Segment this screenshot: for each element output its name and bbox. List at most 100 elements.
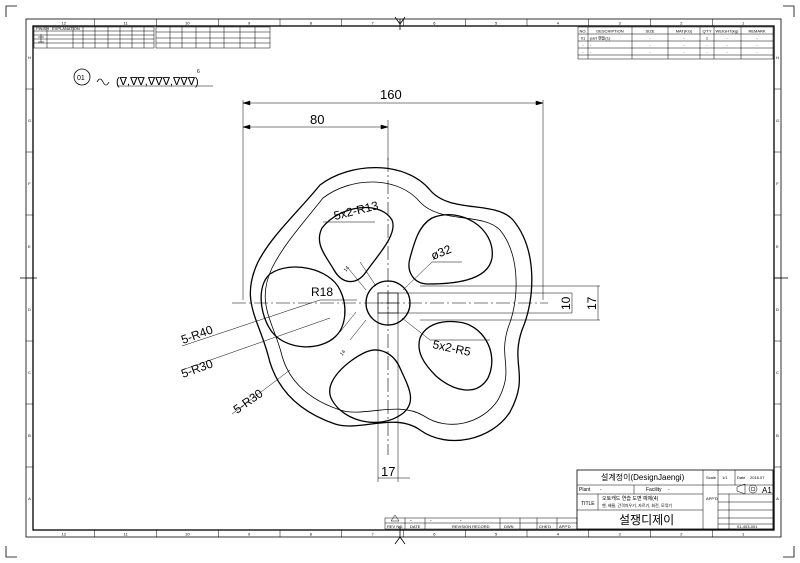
zone-row-label: F [28, 181, 31, 186]
parts-list-header: MAT(KG) [676, 29, 693, 34]
dim-center-radius: R18 [311, 285, 333, 299]
dim-hub-height: 17 [585, 296, 599, 310]
outer-border [25, 18, 782, 538]
parts-list-cell: - [706, 43, 708, 48]
parts-list-cell: - [683, 36, 685, 41]
zone-column-label: 1 [742, 532, 745, 537]
surface-symbol-text: (∇,∇∇,∇∇∇,∇∇∇) [116, 76, 199, 88]
zone-column-label: 1 [742, 21, 745, 26]
title-block [576, 469, 774, 530]
parts-list-cell: - [726, 43, 728, 48]
zone-column-label: 9 [248, 21, 251, 26]
zone-row-label: A [28, 496, 31, 501]
dim-overall-width: 160 [380, 87, 402, 102]
zone-column-label: 12 [62, 21, 67, 26]
parts-list-cell: - [683, 43, 685, 48]
inner-border [32, 25, 775, 531]
surface-symbol-superscript: 6 [197, 69, 200, 75]
sheet-size: A1 [762, 486, 772, 495]
dim-lobe-radius-2: 5-R30 [231, 386, 266, 416]
zone-column-label: 8 [310, 532, 313, 537]
parts-list-header: REMARK [748, 29, 765, 34]
crop-marks [5, 5, 795, 558]
parts-list-header: SIZE [646, 29, 655, 34]
signature-text: 설쟁디제이 [619, 513, 674, 527]
parts-list-header: WEIGHT(kg) [716, 29, 740, 34]
dim-bottom-width: 17 [381, 464, 395, 479]
dim-key-height: 10 [559, 296, 573, 310]
title-label: TITLE [581, 501, 595, 507]
zone-column-label: 6 [433, 21, 436, 26]
rev-value: - [410, 518, 412, 524]
zone-column-label: 11 [124, 532, 129, 537]
zone-row-label: D [28, 307, 31, 312]
parts-list-cell: - [683, 50, 685, 55]
scale-value: 1/1 [722, 475, 728, 480]
zone-row-label: G [28, 118, 31, 123]
scale-label: Scale [706, 475, 717, 480]
parts-list-cell: - [756, 36, 758, 41]
parts-list-cell: - [649, 43, 651, 48]
zone-row-label: F [776, 181, 779, 186]
zone-column-label: 7 [372, 532, 375, 537]
zone-column-label: 6 [433, 532, 436, 537]
title-line1: 오토캐드 연습 도면 예제(4) [602, 495, 659, 502]
revision-block [384, 517, 578, 530]
plant-value: - [600, 487, 602, 493]
zone-row-label: H [28, 55, 31, 60]
zone-row-label: C [776, 370, 779, 375]
date-label: Date [737, 475, 746, 480]
zone-column-label: 11 [124, 21, 129, 26]
parts-list-cell: - [756, 43, 758, 48]
company-name: 설계정이(DesignJaengi) [601, 472, 685, 482]
plant-label: Plant [579, 487, 591, 493]
zone-row-label: C [28, 370, 31, 375]
parts-list [577, 26, 774, 60]
drawing-number: 01-403-001 [737, 524, 758, 529]
parts-list-cell: part 핸들(1) [590, 35, 611, 41]
centering-marks [20, 16, 788, 545]
zone-column-label: 12 [62, 532, 67, 537]
annotations: 01 (∇,∇∇,∇∇∇,∇∇∇) 6 160 80 5x2-R13 ø32 1… [77, 69, 599, 479]
title-line2: 핸, 배율, 간격띄우기, 자르기, 회전, 모깎기 [602, 502, 672, 508]
rev-chkd-label: CHK'D [539, 524, 551, 529]
zone-column-label: 3 [619, 21, 622, 26]
parts-list-header: DESCRIPTION [596, 29, 623, 34]
parts-list-cell: - [756, 50, 758, 55]
zone-row-label: E [776, 244, 779, 249]
parts-list-cell: 01 [581, 36, 586, 41]
rev-no-label: REV NO. [387, 524, 403, 529]
revision-text: - - - REV NO. DATE REVISION RECORD DWN C… [387, 514, 571, 529]
parts-list-header: Q'TY [703, 29, 712, 34]
parts-list-cell: 1 [706, 36, 709, 41]
dim-hub-dia: ø32 [429, 242, 454, 263]
parts-list-cell: - [726, 50, 728, 55]
svg-text:EXPLANATION: EXPLANATION [52, 26, 80, 31]
zone-column-label: 7 [372, 21, 375, 26]
zone-column-label: 10 [185, 532, 190, 537]
parts-list-cell: - [590, 50, 592, 55]
dim-lobe-radius: 5-R30 [179, 356, 215, 380]
revision-triangle-icon [390, 514, 400, 522]
dim-keyway-width-2: 14 [339, 349, 347, 357]
dim-fillet: 5x2-R5 [431, 337, 472, 359]
zone-column-label: 8 [310, 21, 313, 26]
rev-record-label: REVISION RECORD [452, 524, 490, 529]
zone-row-label: A [776, 496, 779, 501]
parts-list-cell: - [582, 50, 584, 55]
dimension-lines [181, 100, 600, 482]
projection-symbol [736, 483, 758, 495]
parts-list-cell: - [649, 50, 651, 55]
zone-ticks [26, 19, 781, 537]
rev-date-label: DATE [410, 524, 421, 529]
zone-column-label: 9 [248, 532, 251, 537]
rev-record-value: - [460, 518, 462, 524]
parts-list-cell: - [706, 50, 708, 55]
dim-half-width: 80 [310, 112, 324, 127]
zone-column-label: 2 [680, 532, 683, 537]
rev-date-value: - [430, 518, 432, 524]
dim-outer-radius: 5-R40 [179, 322, 215, 346]
